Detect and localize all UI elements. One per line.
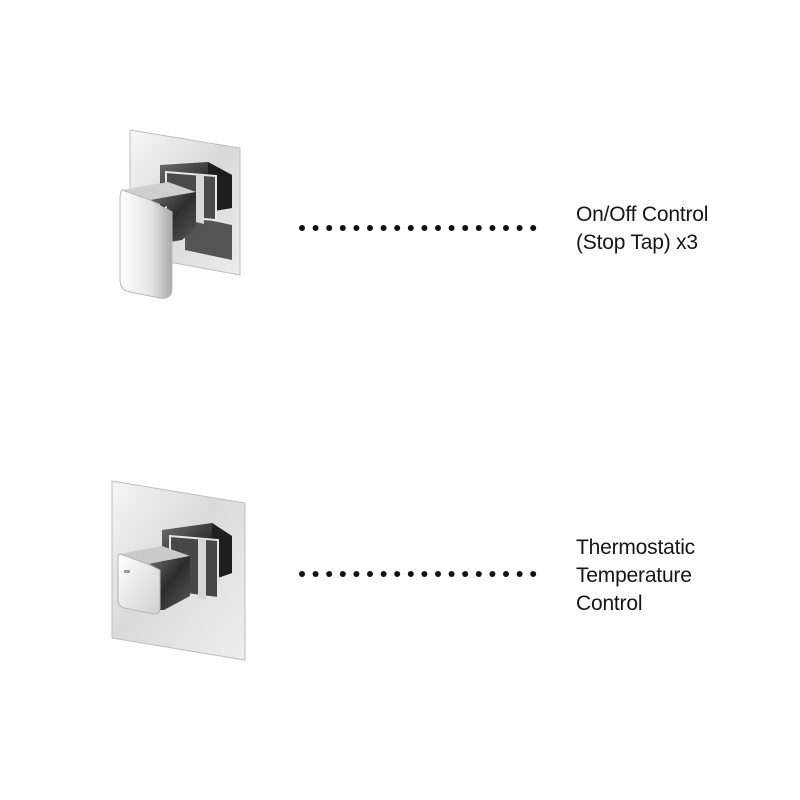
leader-dots (299, 571, 537, 577)
product-label-stop-tap: On/Off Control (Stop Tap) x3 (576, 201, 708, 257)
label-line: Control (576, 592, 643, 615)
label-line: Thermostatic (576, 536, 695, 559)
label-line: On/Off Control (576, 203, 709, 226)
product-label-thermostatic: Thermostatic Temperature Control (576, 534, 695, 618)
product-row-stop-tap: On/Off Control (Stop Tap) x3 (0, 120, 800, 310)
product-row-thermostatic: Thermostatic Temperature Control (0, 478, 800, 663)
label-line: (Stop Tap) x3 (576, 231, 698, 254)
label-line: Temperature (576, 564, 692, 587)
leader-dots (299, 225, 537, 231)
thermostatic-valve-icon (111, 480, 246, 661)
shower-stop-tap-valve-icon (119, 129, 241, 299)
